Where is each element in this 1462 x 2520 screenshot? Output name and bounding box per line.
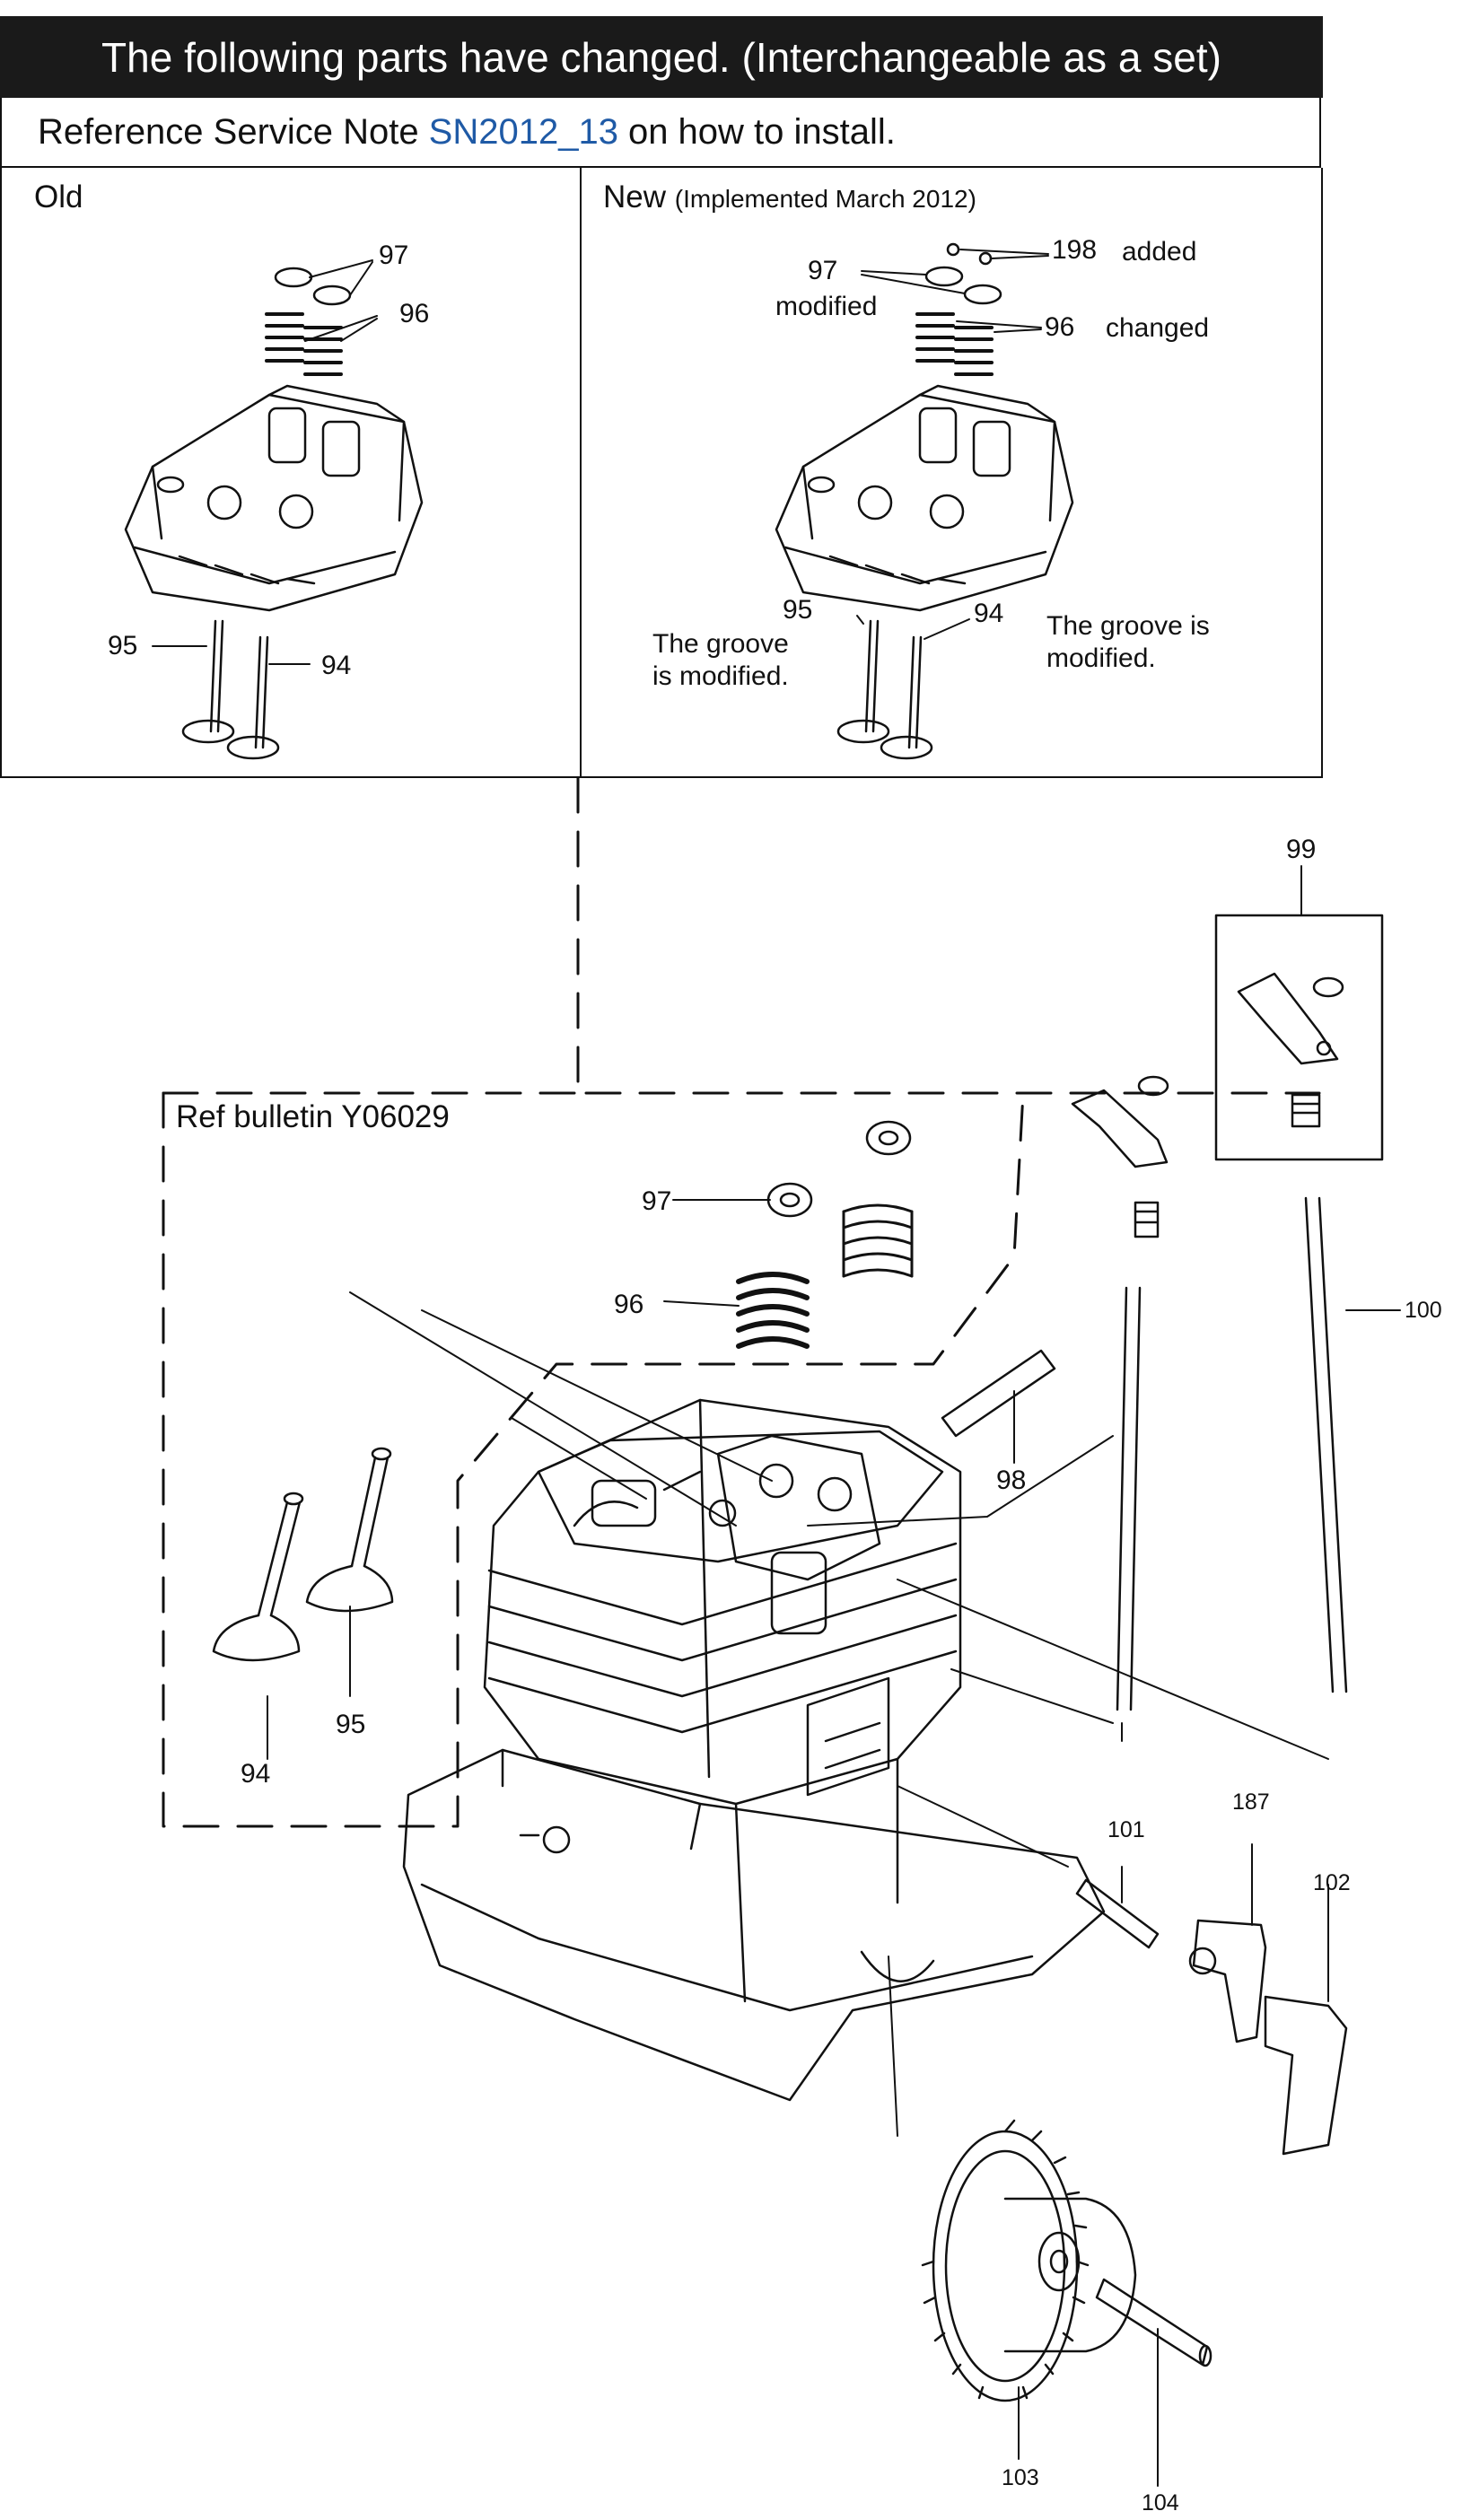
reference-note: Reference Service Note SN2012_13 on how … (0, 98, 1321, 168)
old-part-95: 95 (108, 631, 138, 661)
status-added: added (1122, 237, 1197, 267)
new-panel-title: New (Implemented March 2012) (603, 179, 976, 215)
main-part-97: 97 (642, 1186, 672, 1216)
new-panel-title-text: New (603, 179, 667, 214)
status-modified: modified (775, 292, 878, 321)
valve-train-drawing (212, 1120, 1056, 1760)
main-part-95: 95 (336, 1710, 366, 1739)
panel-divider (580, 168, 582, 776)
main-part-94: 94 (241, 1759, 271, 1789)
new-part-198: 198 (1052, 235, 1098, 265)
main-part-102: 102 (1313, 1870, 1351, 1895)
groove-note-left: The groove is modified. (652, 629, 789, 691)
reference-suffix: on how to install. (627, 111, 896, 152)
part-99-box (1214, 914, 1384, 1161)
status-changed: changed (1106, 313, 1210, 343)
bulletin-label: Ref bulletin Y06029 (176, 1099, 450, 1134)
main-part-98: 98 (996, 1466, 1027, 1495)
comparison-panel (0, 168, 1323, 778)
new-part-95: 95 (783, 595, 813, 625)
main-part-100: 100 (1405, 1298, 1442, 1323)
groove-note-right: The groove is modified. (1046, 611, 1210, 673)
main-part-104: 104 (1142, 2490, 1179, 2516)
old-part-96: 96 (399, 299, 430, 328)
old-part-97: 97 (379, 241, 409, 270)
engine-block-drawing (349, 1291, 1329, 2137)
new-cylinder-head-drawing (775, 242, 1074, 760)
header-banner: The following parts have changed. (Inter… (0, 16, 1323, 98)
new-part-94: 94 (974, 599, 1004, 628)
lower-parts-drawing (921, 1843, 1348, 2487)
new-part-96: 96 (1045, 312, 1075, 342)
old-panel-title: Old (34, 179, 83, 214)
new-panel-subtitle: (Implemented March 2012) (674, 185, 976, 213)
main-part-103: 103 (1002, 2465, 1039, 2490)
old-cylinder-head-drawing (124, 259, 424, 760)
main-part-101: 101 (1107, 1817, 1145, 1842)
reference-prefix: Reference Service Note (38, 111, 419, 152)
bulletin-connector (162, 776, 1321, 1828)
service-note-link[interactable]: SN2012_13 (428, 111, 618, 152)
rocker-and-pushrod-drawing (1071, 865, 1401, 1742)
main-part-187: 187 (1232, 1789, 1270, 1815)
main-part-96: 96 (614, 1290, 644, 1319)
main-part-99: 99 (1286, 835, 1317, 864)
new-part-97: 97 (808, 256, 838, 285)
camshaft-gear (921, 2119, 1137, 2402)
banner-title: The following parts have changed. (Inter… (101, 33, 1221, 81)
old-part-94: 94 (321, 651, 352, 680)
